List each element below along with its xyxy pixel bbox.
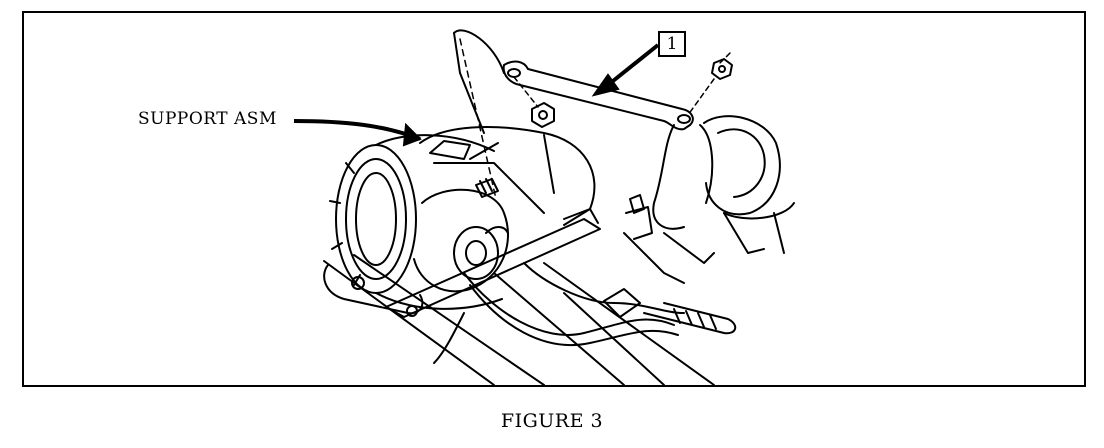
support-asm-bracket <box>419 29 596 226</box>
lower-brace <box>385 208 601 318</box>
wiring-harness <box>433 262 737 364</box>
manifold <box>623 115 795 284</box>
callout-box: 1 <box>658 31 686 57</box>
figure-frame: SUPPORT ASM 1 <box>22 11 1086 387</box>
alternator <box>323 134 509 315</box>
support-asm-label: SUPPORT ASM <box>138 109 277 129</box>
engine-illustration <box>323 29 795 386</box>
brace-strap <box>502 52 733 131</box>
figure-caption: FIGURE 3 <box>500 410 604 432</box>
